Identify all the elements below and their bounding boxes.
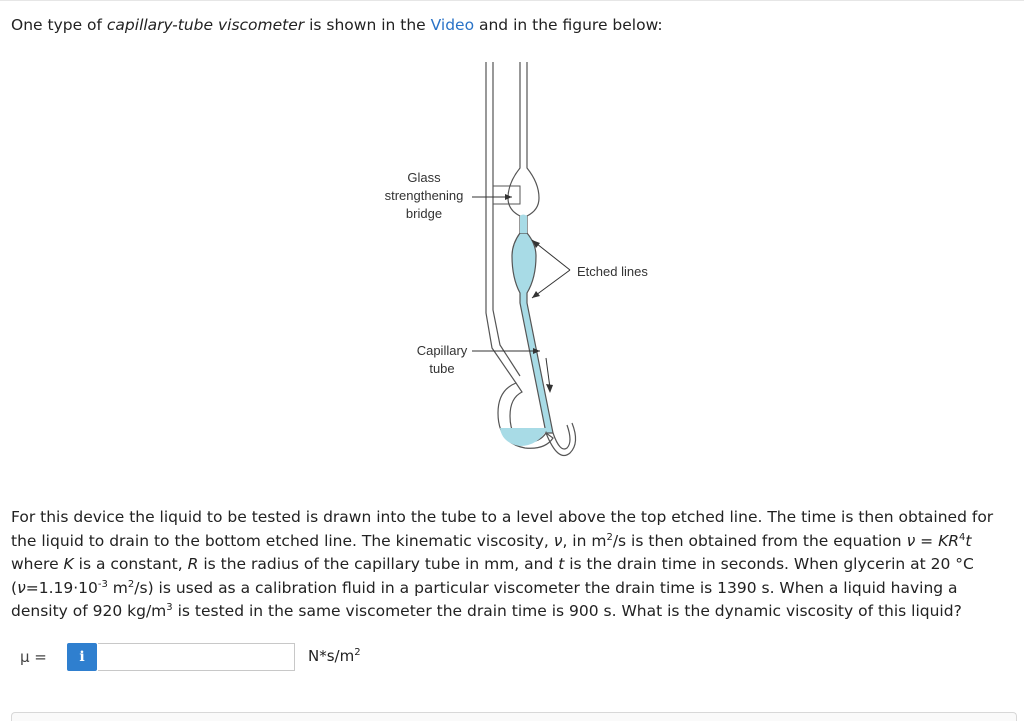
mu-label: μ = — [20, 648, 47, 666]
label-etched-lines: Etched lines — [577, 264, 648, 279]
right-tube — [507, 62, 521, 233]
answer-row: μ = i N*s/m2 — [20, 643, 720, 673]
next-section-panel — [11, 712, 1017, 721]
answer-input[interactable] — [98, 643, 295, 671]
intro-part: One type of — [11, 16, 107, 34]
label-bridge: strengthening — [385, 188, 464, 203]
measuring-bulb — [511, 232, 554, 434]
glass-bridge — [492, 185, 521, 205]
intro-part: is shown in the — [304, 16, 431, 34]
problem-statement: For this device the liquid to be tested … — [11, 508, 994, 620]
u-bend — [545, 422, 577, 457]
reservoir-liquid — [500, 428, 548, 446]
label-bridge: Glass — [407, 170, 441, 185]
u-bend — [552, 424, 571, 450]
left-tube — [485, 62, 517, 384]
intro-part: and in the figure below: — [474, 16, 663, 34]
label-capillary: Capillary — [417, 343, 468, 358]
intro-term: capillary-tube viscometer — [106, 16, 305, 34]
viscometer-figure: Glass strengthening bridge Etched lines … — [385, 62, 648, 457]
liquid-waist — [520, 214, 527, 233]
label-capillary: tube — [429, 361, 454, 376]
info-icon[interactable]: i — [67, 643, 97, 671]
intro-text: One type of capillary-tube viscometer is… — [11, 14, 663, 36]
label-bridge: bridge — [406, 206, 442, 221]
video-link[interactable]: Video — [430, 16, 475, 34]
left-tube — [492, 62, 521, 377]
top-divider — [0, 0, 1024, 1]
right-tube — [526, 62, 540, 233]
units-label: N*s/m2 — [308, 647, 361, 665]
